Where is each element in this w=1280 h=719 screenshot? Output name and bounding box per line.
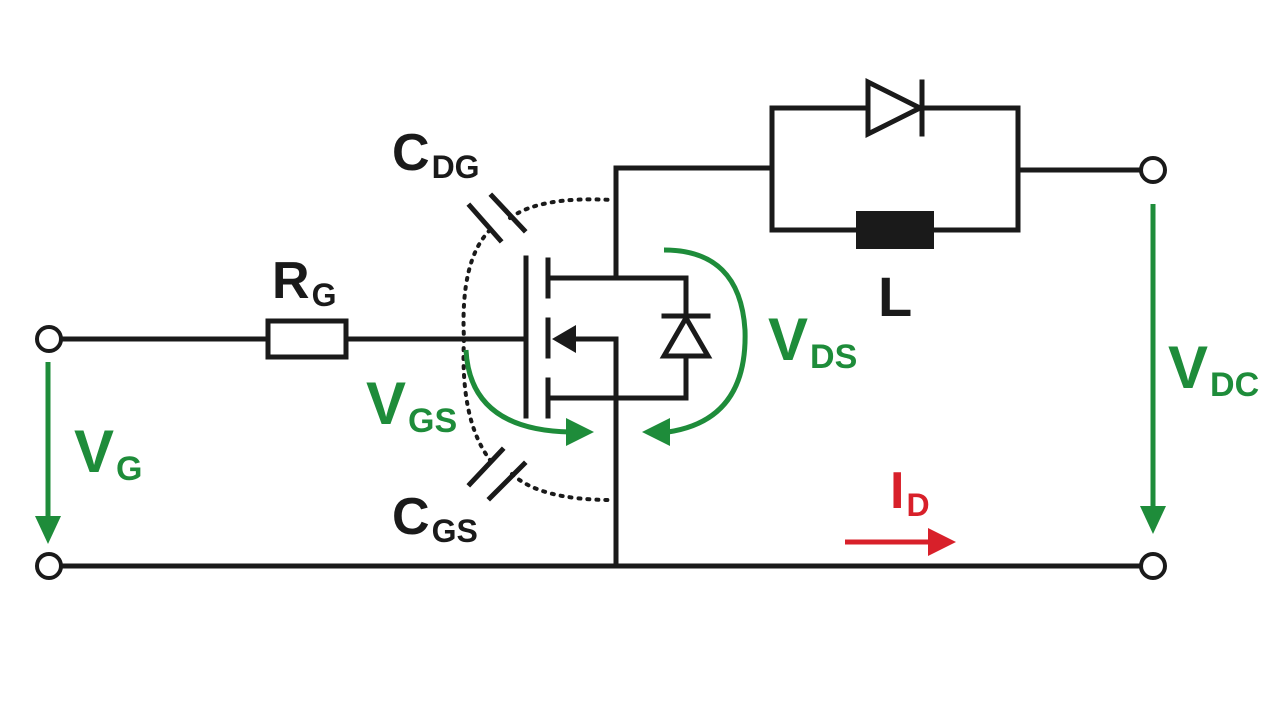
label-r-g: RG xyxy=(272,252,336,313)
body-diode xyxy=(613,275,713,401)
inductor xyxy=(856,211,934,249)
mosfet xyxy=(523,255,619,419)
body-arrow xyxy=(552,325,576,353)
label-c-gs: CGS xyxy=(392,488,478,549)
cdg-dotted-gate xyxy=(461,228,492,341)
vds-arrow-head xyxy=(642,418,670,446)
ground-terminal-left xyxy=(35,552,63,580)
label-v-ds: VDS xyxy=(768,306,857,376)
label-v-g: VG xyxy=(74,418,142,488)
dc-terminal-top xyxy=(1139,156,1167,184)
freewheel-diode xyxy=(865,77,926,139)
gate-resistor xyxy=(265,318,349,360)
gate-terminal xyxy=(35,325,63,353)
cgs-dotted-lead xyxy=(510,472,614,502)
vg-arrow-head xyxy=(35,516,61,544)
vgs-arrow-head xyxy=(566,418,594,446)
cdg-dotted-lead xyxy=(508,197,614,220)
id-arrow-head xyxy=(928,528,956,556)
cdg-capacitor xyxy=(466,192,528,244)
label-i-d: ID xyxy=(890,462,930,523)
label-c-dg: CDG xyxy=(392,124,480,185)
dc-terminal-bottom xyxy=(1139,552,1167,580)
vds-arrow xyxy=(663,247,748,435)
label-l: L xyxy=(878,265,912,328)
cgs-dotted-gate xyxy=(461,337,492,462)
label-v-gs: VGS xyxy=(366,370,457,440)
vdc-arrow-head xyxy=(1140,506,1166,534)
vgs-arrow xyxy=(463,349,571,435)
cgs-capacitor xyxy=(466,446,528,502)
label-v-dc: VDC xyxy=(1168,334,1259,404)
